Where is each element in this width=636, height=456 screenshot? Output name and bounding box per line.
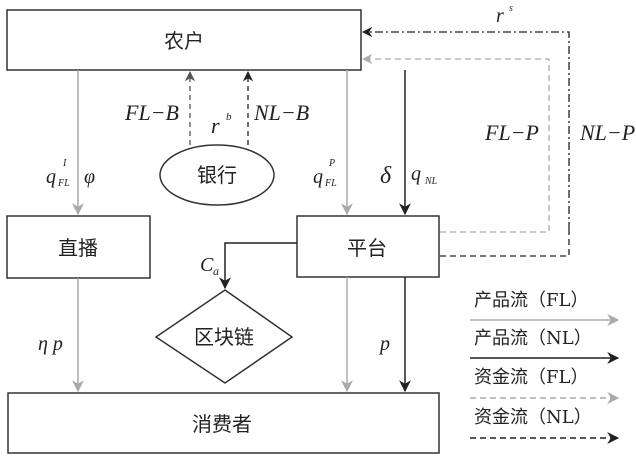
fl-p-label: FL−P [484, 120, 539, 145]
legend-label: 产品流（FL） [474, 290, 588, 311]
fund-platform-to-farmer-nl [440, 230, 570, 257]
r-s-base: r [496, 5, 504, 27]
platform-node: 平台 [296, 215, 440, 278]
fund-platform-to-farmer-fl [361, 53, 550, 233]
farmer-label: 农户 [164, 29, 204, 53]
nl-p-label: NL−P [579, 120, 635, 145]
legend: 产品流（FL） 产品流（NL） 资金流（FL） 资金流（NL） [470, 290, 620, 444]
q-nl-sub: NL [424, 176, 438, 187]
livestream-node: 直播 [6, 215, 151, 279]
farmer-node: 农户 [6, 9, 362, 71]
q-fl-p-base: q [313, 166, 323, 188]
r-b-sup: b [226, 111, 232, 123]
consumer-label: 消费者 [192, 412, 252, 436]
r-b-base: r [211, 113, 220, 138]
fund-rs-to-farmer [361, 26, 570, 230]
q-fl-p-sup: P [328, 158, 335, 169]
legend-label: 资金流（FL） [474, 367, 588, 388]
legend-label: 产品流（NL） [474, 328, 592, 349]
blockchain-node: 区块链 [154, 289, 294, 384]
consumer-node: 消费者 [7, 392, 440, 454]
q-fl-i-base: q [46, 166, 56, 188]
flow-platform-to-blockchain [219, 242, 297, 290]
livestream-label: 直播 [58, 236, 98, 260]
q-fl-i-sup: I [62, 158, 67, 169]
q-nl-base: q [411, 163, 421, 185]
r-s-sup: s [509, 3, 513, 14]
q-fl-p-sub: FL [324, 178, 337, 189]
legend-item-fund-fl: 资金流（FL） [470, 367, 620, 404]
legend-item-fund-nl: 资金流（NL） [470, 407, 620, 444]
q-fl-i-sub: FL [57, 178, 70, 189]
c-a-sub: a [213, 264, 219, 278]
legend-item-product-fl: 产品流（FL） [470, 290, 620, 326]
c-a-base: C [200, 254, 214, 276]
fl-b-label: FL−B [124, 100, 179, 125]
legend-label: 资金流（NL） [474, 407, 592, 428]
nl-b-label: NL−B [253, 100, 309, 125]
legend-item-product-nl: 产品流（NL） [470, 328, 620, 364]
delta-label: δ [380, 163, 392, 189]
bank-node: 银行 [159, 144, 275, 206]
phi-label: φ [84, 166, 95, 188]
p-label: p [378, 333, 390, 355]
bank-label: 银行 [197, 163, 237, 187]
platform-label: 平台 [347, 236, 387, 260]
eta-p-label: η p [38, 333, 63, 355]
blockchain-label: 区块链 [194, 325, 254, 349]
